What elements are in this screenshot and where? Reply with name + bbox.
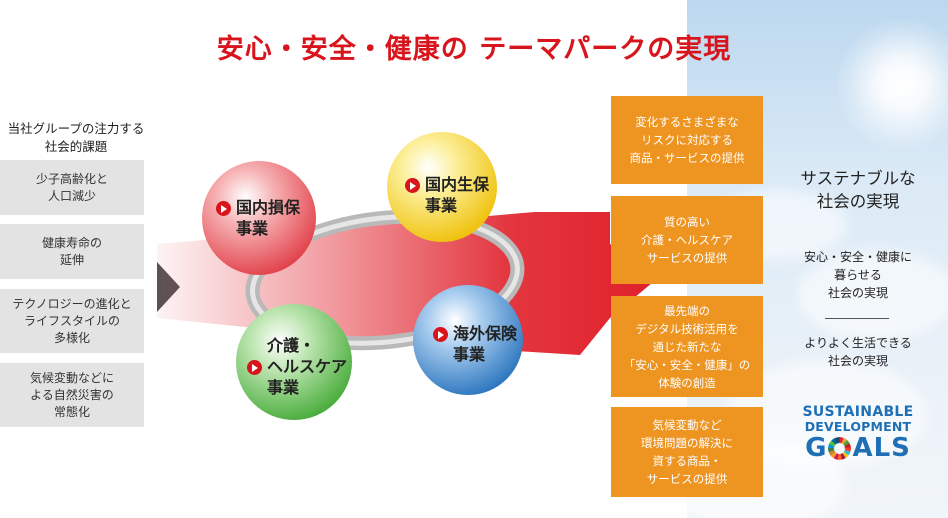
value-line: 質の高い [664, 215, 710, 229]
goal-title-line: サステナブルな [800, 169, 916, 188]
goal-item-line: 暮らせる [834, 268, 882, 282]
issue-line: 常態化 [53, 404, 90, 419]
value-line: 最先端の [664, 303, 710, 318]
issue-box: 気候変動などに よる自然災害の 常態化 [0, 363, 144, 427]
value-line: リスクに対応する [641, 133, 733, 147]
goal-item-line: 社会の実現 [827, 354, 888, 368]
sdgs-logo: SUSTAINABLE DEVELOPMENT G ALS [790, 404, 926, 463]
goal-item: 安心・安全・健康に 暮らせる 社会の実現 [790, 248, 926, 302]
cloud [797, 250, 948, 340]
issue-line: 延伸 [59, 252, 84, 267]
circle-overseas [413, 285, 523, 395]
business-label-line: 事業 [453, 345, 486, 364]
issue-line: 健康寿命の [41, 235, 102, 250]
business-label-overseas[interactable]: 海外保険 事業 [433, 323, 517, 365]
goal-item-line: 社会の実現 [827, 286, 888, 300]
business-label-line: 国内生保 [425, 175, 490, 194]
sdgs-logo-line: SUSTAINABLE [802, 404, 914, 420]
issues-heading-line: 当社グループの注力する [7, 121, 145, 136]
issues-heading: 当社グループの注力する 社会的課題 [0, 120, 152, 156]
circle-domestic-life [387, 132, 497, 242]
goal-item-line: よりよく生活できる [804, 336, 912, 350]
issue-line: テクノロジーの進化と [12, 296, 132, 311]
business-label-domestic-life[interactable]: 国内生保 事業 [405, 174, 489, 216]
goal-item: よりよく生活できる 社会の実現 [790, 334, 926, 370]
circle-nursing-care [236, 304, 352, 420]
sdg-wheel-icon [828, 436, 852, 460]
value-line: デジタル技術活用を [635, 321, 739, 336]
business-label-line: 事業 [236, 219, 269, 238]
circle-domestic-pc [202, 161, 316, 275]
business-label-line: 事業 [425, 196, 458, 215]
goal-item-line: 安心・安全・健康に [803, 250, 912, 264]
issue-line: ライフスタイルの [23, 313, 120, 328]
play-icon [216, 201, 231, 216]
issue-line: 気候変動などに [29, 370, 114, 385]
value-line: サービスの提供 [646, 251, 728, 265]
business-label-domestic-pc[interactable]: 国内損保 事業 [216, 197, 300, 239]
issue-line: 人口減少 [47, 188, 96, 203]
value-box: 気候変動など 環境問題の解決に 資する商品・ サービスの提供 [611, 407, 763, 497]
goal-divider [825, 318, 889, 319]
issue-line: よる自然災害の [30, 387, 114, 402]
value-line: 介護・ヘルスケア [641, 233, 733, 247]
value-line: サービスの提供 [646, 472, 728, 486]
business-label-line: 海外保険 [453, 324, 518, 343]
business-label-line: 介護・ [267, 336, 316, 355]
play-icon [405, 178, 420, 193]
issue-line: 少子高齢化と [35, 171, 108, 186]
business-ring-highlight [250, 214, 520, 346]
value-line: 資する商品・ [652, 454, 722, 468]
page-title: 安心・安全・健康の テーマパークの実現 [216, 34, 732, 65]
value-box: 最先端の デジタル技術活用を 通じた新たな 「安心・安全・健康」の 体験の創造 [611, 296, 763, 397]
issue-box: 少子高齢化と 人口減少 [0, 160, 144, 215]
sdgs-logo-letter: G [805, 433, 828, 463]
value-box: 変化するさまざまな リスクに対応する 商品・サービスの提供 [611, 96, 763, 184]
goal-title-line: 社会の実現 [816, 192, 900, 211]
issue-line: 多様化 [53, 330, 90, 345]
value-line: 商品・サービスの提供 [629, 151, 745, 165]
business-label-line: 事業 [267, 378, 300, 397]
business-label-line: 国内損保 [236, 198, 301, 217]
value-line: 通じた新たな [652, 339, 722, 354]
value-line: 体験の創造 [658, 375, 716, 390]
business-label-nursing-care[interactable]: 介護・ ヘルスケア 事業 [247, 335, 347, 398]
play-icon [433, 327, 448, 342]
sun-glow [837, 20, 948, 150]
goal-title: サステナブルな 社会の実現 [790, 167, 926, 213]
sdgs-logo-goals: G ALS [805, 434, 911, 462]
sdgs-logo-line: DEVELOPMENT [804, 419, 912, 434]
sdgs-logo-letters: ALS [852, 433, 911, 463]
business-label-line: ヘルスケア [267, 357, 348, 376]
play-icon [247, 360, 262, 375]
issues-heading-line: 社会的課題 [44, 139, 108, 154]
value-box: 質の高い 介護・ヘルスケア サービスの提供 [611, 196, 763, 284]
value-line: 気候変動など [652, 418, 722, 432]
value-line: 「安心・安全・健康」の [623, 357, 751, 372]
value-line: 環境問題の解決に [641, 436, 733, 450]
value-line: 変化するさまざまな [635, 115, 739, 129]
issue-box: 健康寿命の 延伸 [0, 224, 144, 279]
issue-box: テクノロジーの進化と ライフスタイルの 多様化 [0, 289, 144, 353]
